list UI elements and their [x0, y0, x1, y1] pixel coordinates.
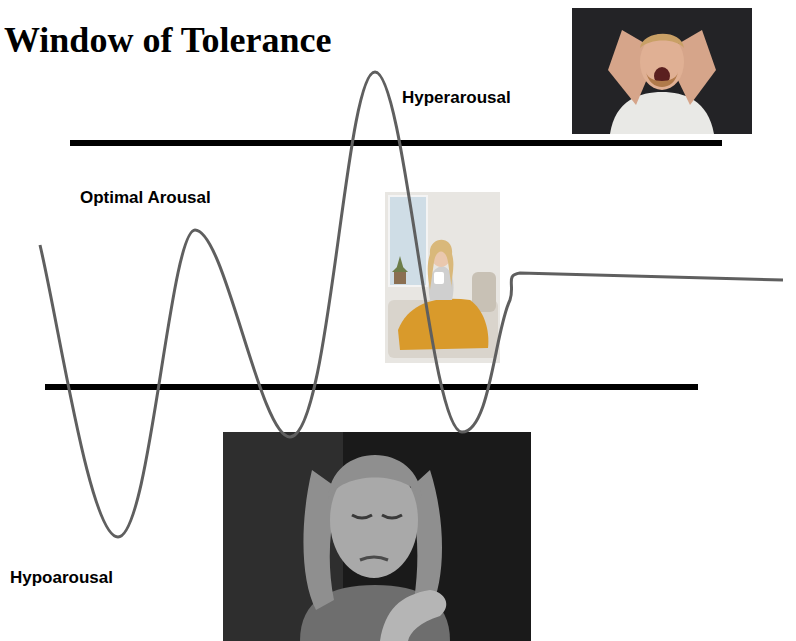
diagram-title: Window of Tolerance — [4, 20, 331, 60]
photo-hyperarousal — [572, 8, 752, 134]
zone-label: Hypoarousal — [10, 568, 113, 588]
arousal-wave — [40, 72, 783, 537]
photo-hypoarousal — [223, 432, 531, 641]
zone-label: Optimal Arousal — [80, 188, 211, 208]
photo-optimal — [385, 192, 500, 363]
upper-bound — [70, 140, 722, 146]
zone-label: Hyperarousal — [402, 88, 511, 108]
lower-bound — [45, 384, 698, 390]
